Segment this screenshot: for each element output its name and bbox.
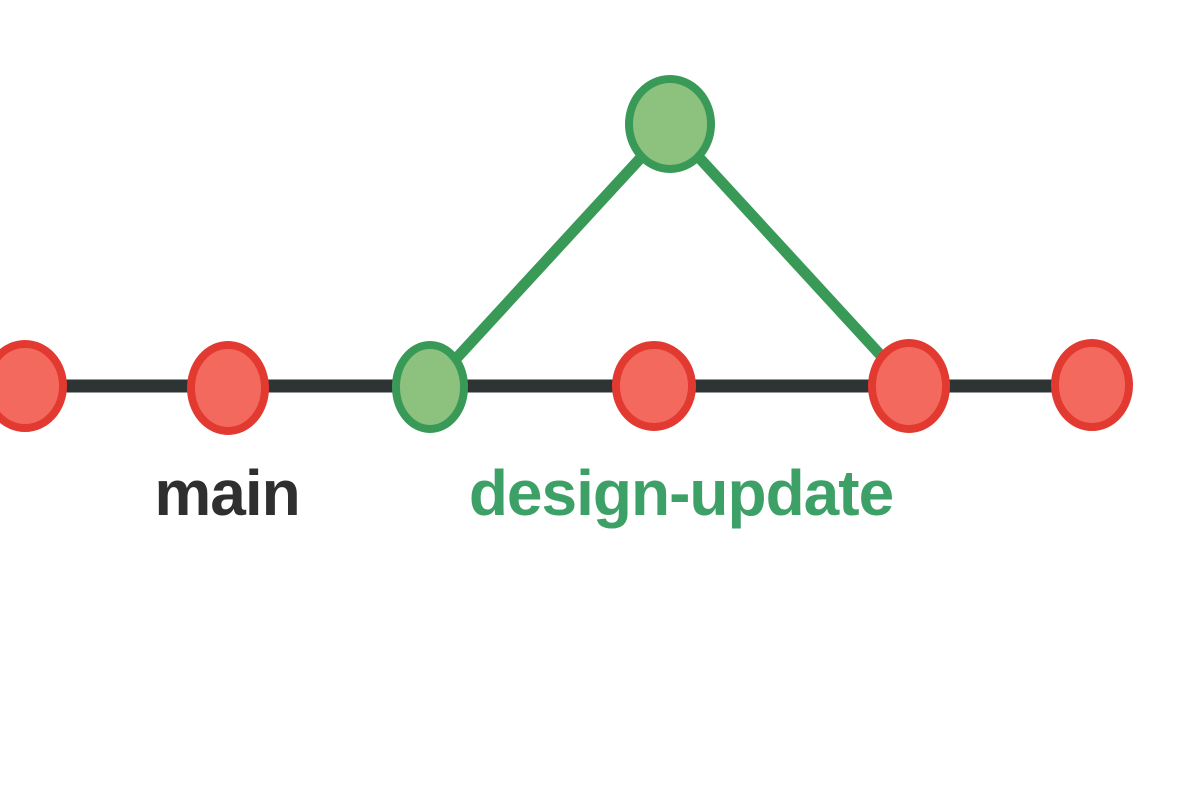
- commit-main-4: [1051, 339, 1133, 431]
- commit-main-2: [187, 341, 269, 435]
- commit-main-1: [0, 340, 67, 432]
- design-update-branch-label: design-update: [468, 457, 894, 529]
- commit-main-3: [612, 341, 696, 431]
- commit-merge: [868, 339, 950, 433]
- commit-design-update: [625, 75, 715, 173]
- main-branch-label: main: [154, 457, 300, 529]
- commit-branch-point: [392, 341, 468, 433]
- branch-out-edge: [425, 122, 675, 391]
- merge-in-edge: [665, 122, 914, 390]
